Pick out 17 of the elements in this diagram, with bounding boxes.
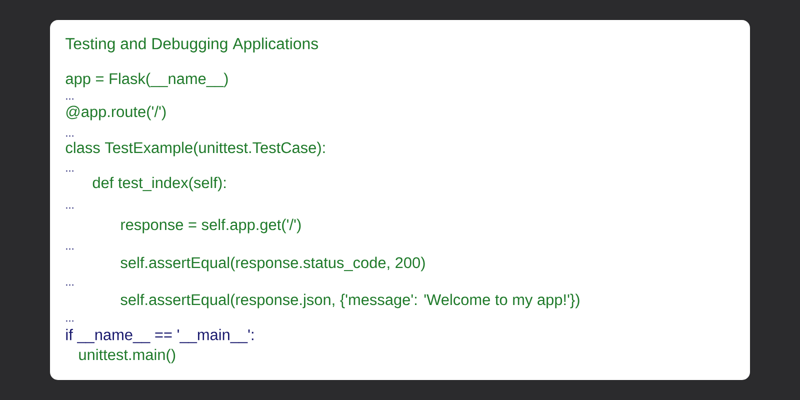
ellipsis-line: ... [66,98,74,100]
ellipsis-line: ... [66,248,74,250]
ellipsis-line: ... [66,135,74,137]
ellipsis-line: ... [66,284,74,286]
code-line: unittest.main() [79,348,176,364]
code-line: if __name__ == '__main__': [66,328,254,344]
code-line: self.assertEqual(response.json, {'message': 'Welcome to my app!'}) [120,294,580,308]
code-line: self.assertEqual(response.status_code, 200) [120,256,425,272]
ellipsis-line: ... [66,170,74,172]
ellipsis-line: ... [66,320,74,322]
ellipsis-line: ... [66,207,74,209]
code-line: @app.route('/') [66,106,166,120]
code-line: response = self.app.get('/') [121,218,301,234]
code-line: def test_index(self): [92,176,226,192]
code-line: app = Flask(__name__) [66,72,228,88]
code-line: class TestExample(unittest.TestCase): [66,142,325,156]
title: Testing and Debugging Applications [66,38,318,52]
